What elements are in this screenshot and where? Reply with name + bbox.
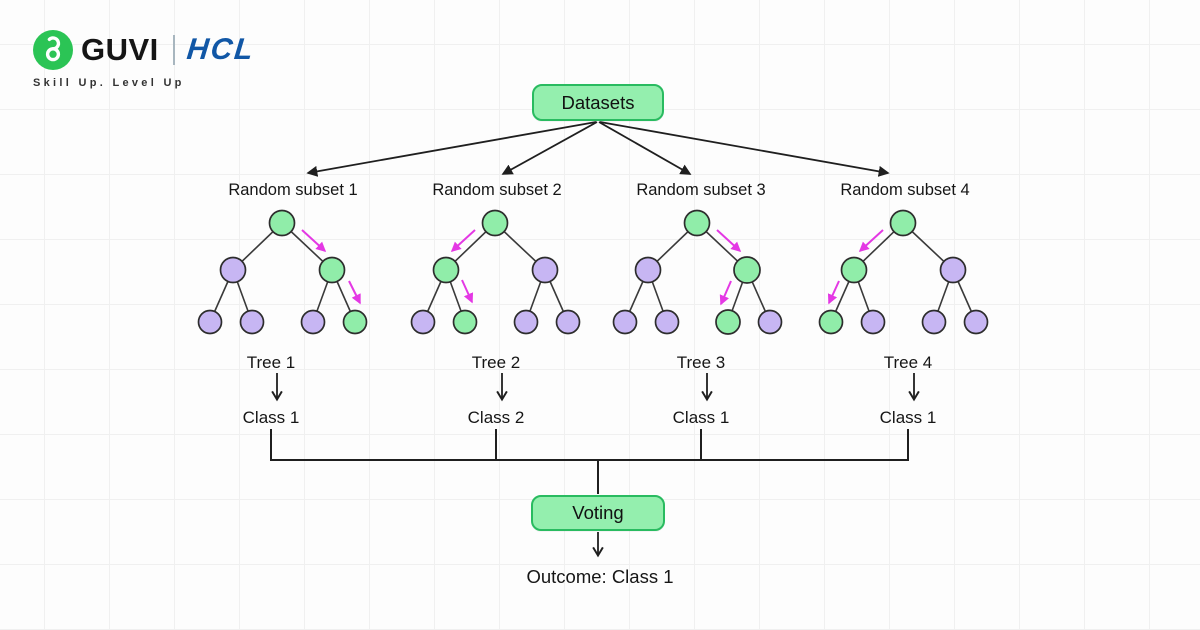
class-label-2: Class 2 <box>467 408 525 427</box>
tree-class-arrows <box>271 373 920 402</box>
tree-node <box>342 309 368 335</box>
tree-4 <box>818 209 989 335</box>
fan-arrows <box>306 121 890 177</box>
guvi-logo-icon <box>33 30 73 70</box>
subset-label-2: Random subset 2 <box>432 181 562 199</box>
tree-node <box>889 209 917 237</box>
fan-arrow <box>501 121 598 175</box>
highlight-arrow <box>461 279 474 304</box>
subset-label-4: Random subset 4 <box>840 181 970 199</box>
tree-node <box>683 209 711 237</box>
tree-3 <box>612 209 783 335</box>
tree-node <box>318 256 346 284</box>
subset-label-3: Random subset 3 <box>636 181 766 199</box>
tree-node <box>921 309 947 335</box>
highlight-arrow <box>719 280 732 306</box>
logo: GUVI HCL Skill Up. Level Up <box>33 30 256 89</box>
tree-node <box>197 309 223 335</box>
tree-node <box>555 309 581 335</box>
tree-label-4: Tree 4 <box>883 353 933 372</box>
tree-node <box>410 309 436 335</box>
fan-arrow <box>598 121 692 175</box>
tree-label-2: Tree 2 <box>471 353 521 372</box>
voting-box: Voting <box>531 495 665 531</box>
tree-node <box>432 256 460 284</box>
tree-node <box>715 309 741 335</box>
voting-label: Voting <box>572 502 624 523</box>
highlight-arrow <box>827 280 840 305</box>
tree-node <box>612 309 638 335</box>
tree-node <box>513 309 539 335</box>
highlight-arrow <box>858 229 884 253</box>
tree-node <box>963 309 989 335</box>
datasets-label: Datasets <box>561 91 635 113</box>
class-label-1: Class 1 <box>242 408 300 427</box>
logo-tagline: Skill Up. Level Up <box>33 77 185 89</box>
tree-node <box>300 309 326 335</box>
tree-node <box>654 309 680 335</box>
tree-node <box>481 209 509 237</box>
tree-node <box>757 309 783 335</box>
logo-divider <box>172 35 175 65</box>
guvi-wordmark: GUVI <box>81 32 159 67</box>
tree-node <box>733 256 761 284</box>
tree-node <box>939 256 967 284</box>
tree-node <box>452 309 478 335</box>
highlight-arrow <box>716 229 742 253</box>
fan-arrow <box>599 121 890 177</box>
datasets-box: Datasets <box>532 84 664 121</box>
tree-node <box>840 256 868 284</box>
class-label-4: Class 1 <box>879 408 937 427</box>
tree-label-3: Tree 3 <box>676 353 726 372</box>
highlight-arrow <box>348 280 361 305</box>
tree-node <box>818 309 844 335</box>
tree-node <box>239 309 265 335</box>
tree-node <box>268 209 296 237</box>
highlight-arrow <box>450 229 476 253</box>
fan-arrow <box>306 121 597 177</box>
tree-node <box>219 256 247 284</box>
connector-line <box>270 429 909 494</box>
tree-label-1: Tree 1 <box>246 353 296 372</box>
tree-1 <box>197 209 368 335</box>
outcome-label: Outcome: Class 1 <box>526 566 674 587</box>
tree-node <box>634 256 662 284</box>
highlight-arrow <box>301 229 327 253</box>
tree-node <box>860 309 886 335</box>
subset-label-1: Random subset 1 <box>228 181 358 199</box>
class-label-3: Class 1 <box>672 408 730 427</box>
tree-2 <box>410 209 581 335</box>
tree-node <box>531 256 559 284</box>
